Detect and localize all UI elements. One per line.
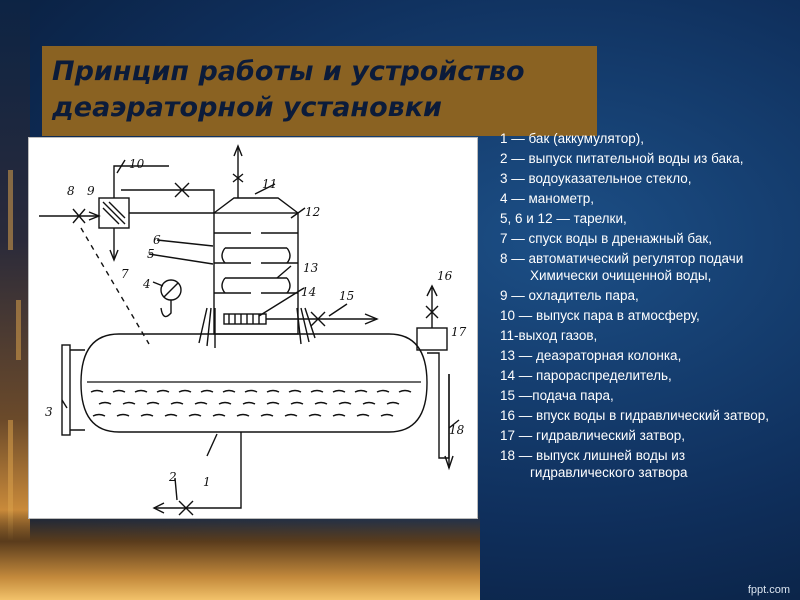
slide-title-line1: Принцип работы и устройство (52, 56, 525, 87)
background-photo-bottom (0, 510, 480, 600)
legend-item: 13 — деаэраторная колонка, (500, 348, 682, 363)
background-photo-left (0, 0, 30, 600)
legend-item: 5, 6 и 12 — тарелки, (500, 211, 627, 226)
callout-6: 6 (153, 233, 161, 247)
legend-item: 3 — водоуказательное стекло, (500, 171, 692, 186)
callout-8: 8 (67, 184, 75, 198)
callout-3: 3 (45, 405, 53, 419)
legend-item: 2 — выпуск питательной воды из бака, (500, 151, 744, 166)
callout-17: 17 (451, 325, 467, 339)
callout-5: 5 (147, 247, 155, 261)
callout-16: 16 (437, 269, 453, 283)
deaerator-diagram: 1 2 3 4 5 6 7 8 9 10 11 12 13 14 15 16 1… (28, 137, 478, 519)
watermark-text: fppt.com (747, 584, 790, 596)
deaerator-column-shape (213, 212, 299, 335)
callout-12: 12 (305, 205, 320, 219)
callout-4: 4 (142, 277, 151, 291)
legend-item: 16 — впуск воды в гидравлический затвор, (500, 408, 770, 423)
legend-item: 15 —подача пара, (500, 388, 614, 403)
slide-title-line2: деаэраторной установки (52, 92, 442, 123)
legend-item: 11-выход газов, (500, 328, 598, 343)
callout-18: 18 (449, 423, 465, 437)
legend-list: 1 — бак (аккумулятор), 2 — выпуск питате… (500, 130, 790, 484)
legend-item: 8 — автоматический регулятор подачи Хими… (500, 251, 744, 283)
legend-item: 17 — гидравлический затвор, (500, 428, 686, 443)
callout-14: 14 (301, 285, 316, 299)
callout-11: 11 (262, 177, 277, 191)
diagram-callouts: 1 2 3 4 5 6 7 8 9 10 11 12 13 14 15 16 1… (45, 157, 467, 489)
callout-2: 2 (168, 470, 177, 484)
callout-1: 1 (203, 475, 211, 489)
title-band (42, 46, 597, 136)
legend-item: 9 — охладитель пара, (500, 288, 639, 303)
slide-title: Принцип работы и устройство деаэраторной… (52, 54, 652, 126)
legend-item: 18 — выпуск лишней воды из гидравлическо… (500, 448, 688, 480)
tank-shape (80, 333, 428, 433)
legend-item: 10 — выпуск пара в атмосферу, (500, 308, 700, 323)
callout-15: 15 (339, 289, 354, 303)
callout-9: 9 (87, 184, 95, 198)
legend-item: 7 — спуск воды в дренажный бак, (500, 231, 712, 246)
legend-item: 14 — парораспределитель, (500, 368, 672, 383)
callout-7: 7 (121, 267, 129, 281)
callout-13: 13 (303, 261, 319, 275)
legend-item: 1 — бак (аккумулятор), (500, 131, 645, 146)
callout-10: 10 (129, 157, 145, 171)
legend-item: 4 — манометр, (500, 191, 595, 206)
